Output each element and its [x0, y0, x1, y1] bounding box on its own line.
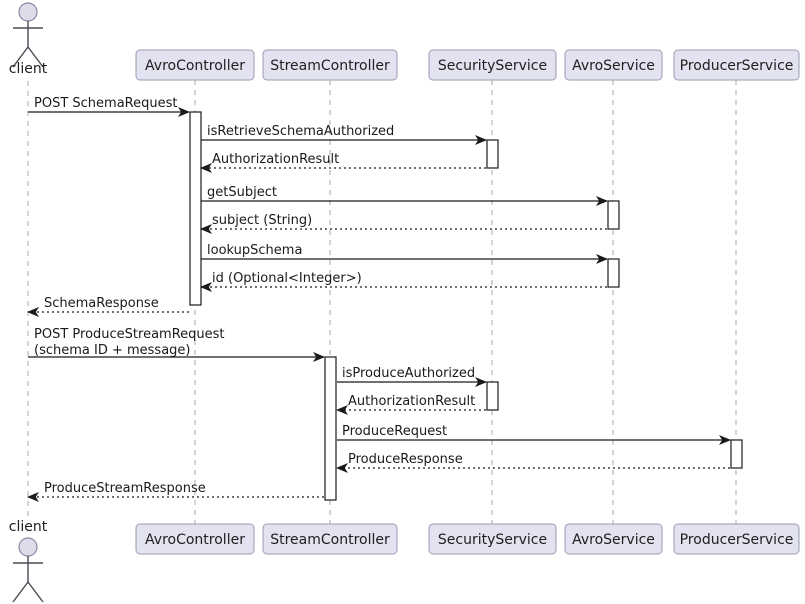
participant-box	[564, 49, 663, 81]
message-msg-1[interactable]: POST SchemaRequest	[28, 96, 190, 117]
message-msg-10[interactable]: isProduceAuthorized	[337, 366, 487, 387]
actor-leg-right-icon	[27, 46, 44, 68]
participant-producer-service-bottom[interactable]: ProducerService	[673, 523, 800, 555]
message-label: lookupSchema	[207, 243, 302, 258]
participant-label: AvroService	[572, 58, 655, 74]
message-msg-9[interactable]: POST ProduceStreamRequest(schema ID + me…	[28, 327, 325, 362]
message-msg-13[interactable]: ProduceResponse	[336, 452, 730, 473]
participant-avro-service-bottom[interactable]: AvroService	[564, 523, 663, 555]
message-msg-2[interactable]: isRetrieveSchemaAuthorized	[201, 124, 487, 145]
participant-security-service-bottom[interactable]: SecurityService	[428, 523, 557, 555]
message-msg-3[interactable]: AuthorizationResult	[200, 152, 486, 173]
actor-client-bottom[interactable]: client	[9, 519, 48, 603]
actor-client-top[interactable]: client	[9, 2, 48, 77]
message-msg-8[interactable]: SchemaResponse	[27, 296, 189, 317]
participant-stream-controller-top[interactable]: StreamController	[262, 49, 398, 81]
actor-head-icon	[18, 537, 38, 557]
message-label: (schema ID + message)	[34, 343, 191, 358]
participant-label: ProducerService	[680, 58, 794, 74]
message-msg-5[interactable]: subject (String)	[200, 213, 607, 234]
participant-label: StreamController	[270, 58, 390, 74]
participant-box	[262, 523, 398, 555]
message-msg-6[interactable]: lookupSchema	[201, 243, 608, 264]
message-label: POST ProduceStreamRequest	[34, 327, 225, 342]
participant-box	[428, 49, 557, 81]
participant-producer-service-top[interactable]: ProducerService	[673, 49, 800, 81]
actors-layer: client client	[9, 2, 48, 603]
participant-label: AvroService	[572, 532, 655, 548]
message-msg-4[interactable]: getSubject	[201, 185, 608, 206]
message-msg-14[interactable]: ProduceStreamResponse	[27, 481, 324, 502]
participant-label: SecurityService	[438, 58, 547, 74]
activation-bar-avro-controller	[189, 111, 202, 306]
actor-label: client	[9, 61, 48, 77]
activation-bar-avro-service	[607, 200, 620, 230]
participant-box	[673, 49, 800, 81]
participant-stream-controller-bottom[interactable]: StreamController	[262, 523, 398, 555]
actor-leg-left-icon	[12, 46, 29, 68]
message-msg-12[interactable]: ProduceRequest	[337, 424, 731, 445]
participants-layer: AvroControllerAvroControllerStreamContro…	[135, 49, 800, 555]
participant-label: StreamController	[270, 532, 390, 548]
activation-bar-stream-controller	[324, 356, 337, 501]
participant-label: AvroController	[145, 58, 245, 74]
participant-avro-controller-top[interactable]: AvroController	[135, 49, 255, 81]
actor-leg-right-icon	[27, 581, 44, 603]
participant-box	[135, 49, 255, 81]
message-msg-11[interactable]: AuthorizationResult	[336, 394, 486, 415]
actor-head-icon	[18, 2, 38, 22]
message-msg-7[interactable]: id (Optional<Integer>)	[200, 271, 607, 292]
message-label: isProduceAuthorized	[342, 366, 475, 381]
message-label: ProduceStreamResponse	[44, 481, 206, 496]
message-label: AuthorizationResult	[348, 394, 475, 409]
activation-bar-avro-service	[607, 258, 620, 288]
participant-box	[135, 523, 255, 555]
participant-box	[262, 49, 398, 81]
message-label: isRetrieveSchemaAuthorized	[207, 124, 394, 139]
participant-security-service-top[interactable]: SecurityService	[428, 49, 557, 81]
message-label: POST SchemaRequest	[34, 96, 177, 111]
activations-layer	[189, 111, 743, 501]
activation-bar-security-service	[486, 139, 499, 169]
message-label: id (Optional<Integer>)	[212, 271, 362, 286]
message-label: getSubject	[207, 185, 277, 200]
actor-label: client	[9, 519, 48, 535]
participant-avro-service-top[interactable]: AvroService	[564, 49, 663, 81]
participant-label: ProducerService	[680, 532, 794, 548]
participant-label: SecurityService	[438, 532, 547, 548]
messages-layer: POST SchemaRequest isRetrieveSchemaAuthor…	[27, 96, 731, 502]
message-label: ProduceRequest	[342, 424, 447, 439]
participant-box	[428, 523, 557, 555]
activation-bar-security-service	[486, 381, 499, 411]
message-label: ProduceResponse	[348, 452, 463, 467]
message-label: SchemaResponse	[44, 296, 159, 311]
message-label: subject (String)	[212, 213, 312, 228]
participant-box	[564, 523, 663, 555]
participant-label: AvroController	[145, 532, 245, 548]
participant-box	[673, 523, 800, 555]
participant-avro-controller-bottom[interactable]: AvroController	[135, 523, 255, 555]
activation-bar-producer-service	[730, 439, 743, 469]
actor-leg-left-icon	[12, 581, 29, 603]
message-label: AuthorizationResult	[212, 152, 339, 167]
